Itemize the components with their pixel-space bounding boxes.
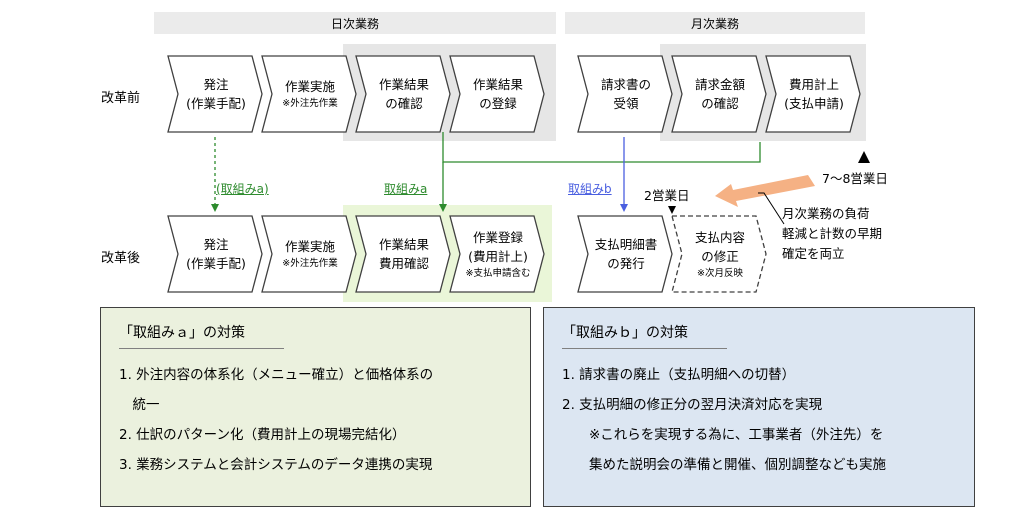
- orange-arrow: [715, 175, 815, 207]
- list-item: 1. 請求書の廃止（支払明細への切替）: [562, 367, 796, 383]
- before-step-4-shape: [449, 55, 545, 133]
- triangle-up-marker: [858, 151, 870, 163]
- before-step-3: 作業結果の確認: [378, 77, 429, 111]
- before-step-6-shape: [671, 55, 767, 133]
- after-step-3-shape: [355, 215, 451, 293]
- before-step-2-shape: [261, 55, 357, 133]
- after-step-4-shape: [449, 215, 545, 293]
- row-label-after: 改革後: [101, 251, 141, 266]
- before-step-2: 作業実施※外注先作業: [282, 79, 338, 109]
- daily-header: 日次業務: [154, 12, 556, 34]
- monthly-header: 月次業務: [565, 12, 865, 34]
- after-step-5: 支払明細書の発行: [594, 237, 658, 271]
- list-item: ※これらを実現する為に、工事業者（外注先）を: [562, 427, 884, 443]
- label-b: 取組みb: [568, 182, 612, 196]
- after-step-6: 支払内容の修正※次月反映: [694, 229, 745, 279]
- before-step-1: 発注(作業手配): [186, 77, 246, 111]
- list-item: 集めた説明会の準備と開催、個別調整なども実施: [562, 457, 886, 473]
- measures-a-title: 「取組みａ」の対策: [119, 325, 245, 341]
- list-item: 1. 外注内容の体系化（メニュー確立）と価格体系の: [119, 367, 434, 383]
- before-step-3-shape: [355, 55, 451, 133]
- triangle-down-marker: [668, 206, 676, 214]
- list-item: 統一: [119, 397, 160, 413]
- before-step-6: 請求金額の確認: [694, 77, 745, 111]
- before-step-4: 作業結果の登録: [472, 77, 523, 111]
- label-a-solid: 取組みa: [384, 182, 428, 196]
- after-step-6-shape: [671, 215, 767, 293]
- after-step-3: 作業結果費用確認: [378, 237, 429, 271]
- measures-b-list: 1. 請求書の廃止（支払明細への切替） 2. 支払明細の修正分の翌月決済対応を実…: [562, 360, 972, 480]
- measures-b-title: 「取組みｂ」の対策: [562, 325, 688, 341]
- before-step-1-shape: [167, 55, 263, 133]
- list-item: 2. 支払明細の修正分の翌月決済対応を実現: [562, 397, 823, 413]
- after-step-4: 作業登録(費用計上)※支払申請含む: [465, 229, 531, 279]
- before-step-7-shape: [765, 55, 861, 133]
- callout-text: 月次業務の負荷 軽減と計数の早期 確定を両立: [782, 206, 883, 261]
- after-step-2: 作業実施※外注先作業: [282, 239, 338, 269]
- before-step-5: 請求書の受領: [600, 77, 651, 111]
- after-step-1: 発注(作業手配): [186, 237, 246, 271]
- before-step-7: 費用計上(支払申請): [784, 77, 844, 111]
- measures-a-list: 1. 外注内容の体系化（メニュー確立）と価格体系の 統一 2. 仕訳のパターン化…: [119, 360, 524, 480]
- label-a-dotted: (取組みa): [216, 182, 269, 196]
- row-label-before: 改革前: [101, 91, 141, 106]
- measures-a-box: 「取組みａ」の対策 1. 外注内容の体系化（メニュー確立）と価格体系の 統一 2…: [100, 307, 531, 507]
- arrow-a-solid: [442, 132, 761, 163]
- label-seven-eight-days: 7～8営業日: [822, 171, 888, 186]
- arrow-a-solid-head: [439, 204, 447, 212]
- measures-b-underline: [562, 348, 727, 349]
- label-two-days: 2営業日: [644, 188, 690, 203]
- measures-a-underline: [119, 348, 284, 349]
- arrow-b-head: [620, 204, 628, 212]
- after-step-1-shape: [167, 215, 263, 293]
- callout-bracket: [758, 192, 785, 225]
- measures-b-box: 「取組みｂ」の対策 1. 請求書の廃止（支払明細への切替） 2. 支払明細の修正…: [543, 307, 975, 507]
- list-item: 3. 業務システムと会計システムのデータ連携の実現: [119, 457, 433, 473]
- arrow-a-dotted-head: [211, 204, 219, 212]
- after-step-5-shape: [577, 215, 673, 293]
- after-step-2-shape: [261, 215, 357, 293]
- list-item: 2. 仕訳のパターン化（費用計上の現場完結化）: [119, 427, 406, 443]
- before-step-5-shape: [577, 55, 673, 133]
